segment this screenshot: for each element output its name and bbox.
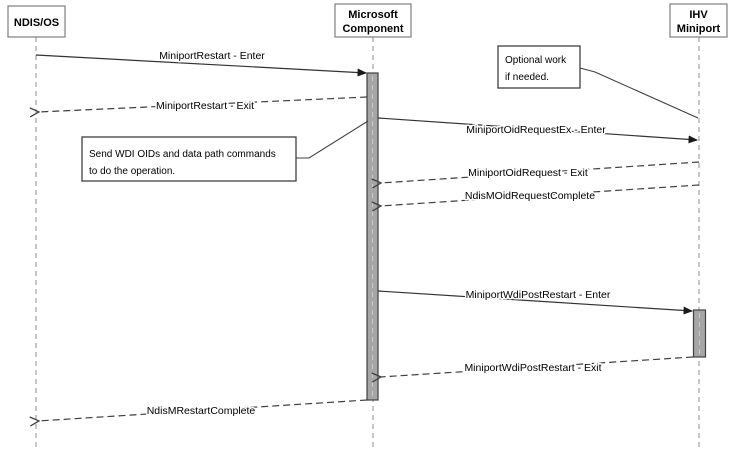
message-line-miniportoidrequest-exit bbox=[380, 161, 700, 183]
message-label: MiniportOidRequest - Exit bbox=[468, 167, 588, 179]
message-label: MiniportWdiPostRestart - Exit bbox=[464, 362, 601, 374]
note-text: Optional work bbox=[505, 55, 567, 66]
actor-box bbox=[669, 3, 728, 38]
message-line-miniportoidrequestex-enter bbox=[377, 117, 698, 144]
actor-label: Miniport bbox=[677, 23, 721, 35]
note-text: to do the operation. bbox=[89, 166, 175, 177]
message-label: NdisMOidRequestComplete bbox=[465, 190, 595, 202]
actor-label: NDIS/OS bbox=[14, 17, 59, 29]
message-label: MiniportRestart - Enter bbox=[159, 50, 265, 62]
note-box bbox=[81, 136, 297, 182]
message-label: MiniportOidRequestEx - Enter bbox=[466, 124, 606, 136]
note-optional-work: Optional work if needed. bbox=[497, 45, 581, 89]
message-label: NdisMRestartComplete bbox=[147, 405, 256, 417]
note-send-wdi-oids: Send WDI OIDs and data path commands to … bbox=[81, 136, 297, 182]
message-line-miniportrestart-enter bbox=[35, 54, 367, 77]
note-text: Send WDI OIDs and data path commands bbox=[89, 149, 276, 160]
actor-box bbox=[334, 3, 412, 38]
note-text: if needed. bbox=[505, 72, 549, 83]
message-label: MiniportRestart - Exit bbox=[156, 100, 254, 112]
actor-ihv-miniport: IHV Miniport bbox=[669, 3, 728, 38]
note-box bbox=[497, 45, 581, 89]
message-line-miniportwdipostrestart-exit bbox=[380, 356, 694, 377]
actor-label: Microsoft bbox=[348, 9, 398, 21]
note-connector-optional-work bbox=[579, 67, 699, 119]
message-line-ndismoidrequestcomplete bbox=[380, 184, 700, 206]
actor-label: Component bbox=[342, 23, 403, 35]
actor-ndis-os: NDIS/OS bbox=[7, 5, 66, 38]
actor-box bbox=[7, 5, 66, 38]
actor-label: IHV bbox=[689, 9, 708, 21]
message-label: MiniportWdiPostRestart - Enter bbox=[466, 289, 611, 301]
message-line-miniportwdipostrestart-enter bbox=[377, 290, 693, 315]
actor-microsoft-component: Microsoft Component bbox=[334, 3, 412, 38]
activation-bar-microsoft-component bbox=[366, 72, 379, 401]
note-connector-send-wdi-oids bbox=[296, 120, 369, 159]
